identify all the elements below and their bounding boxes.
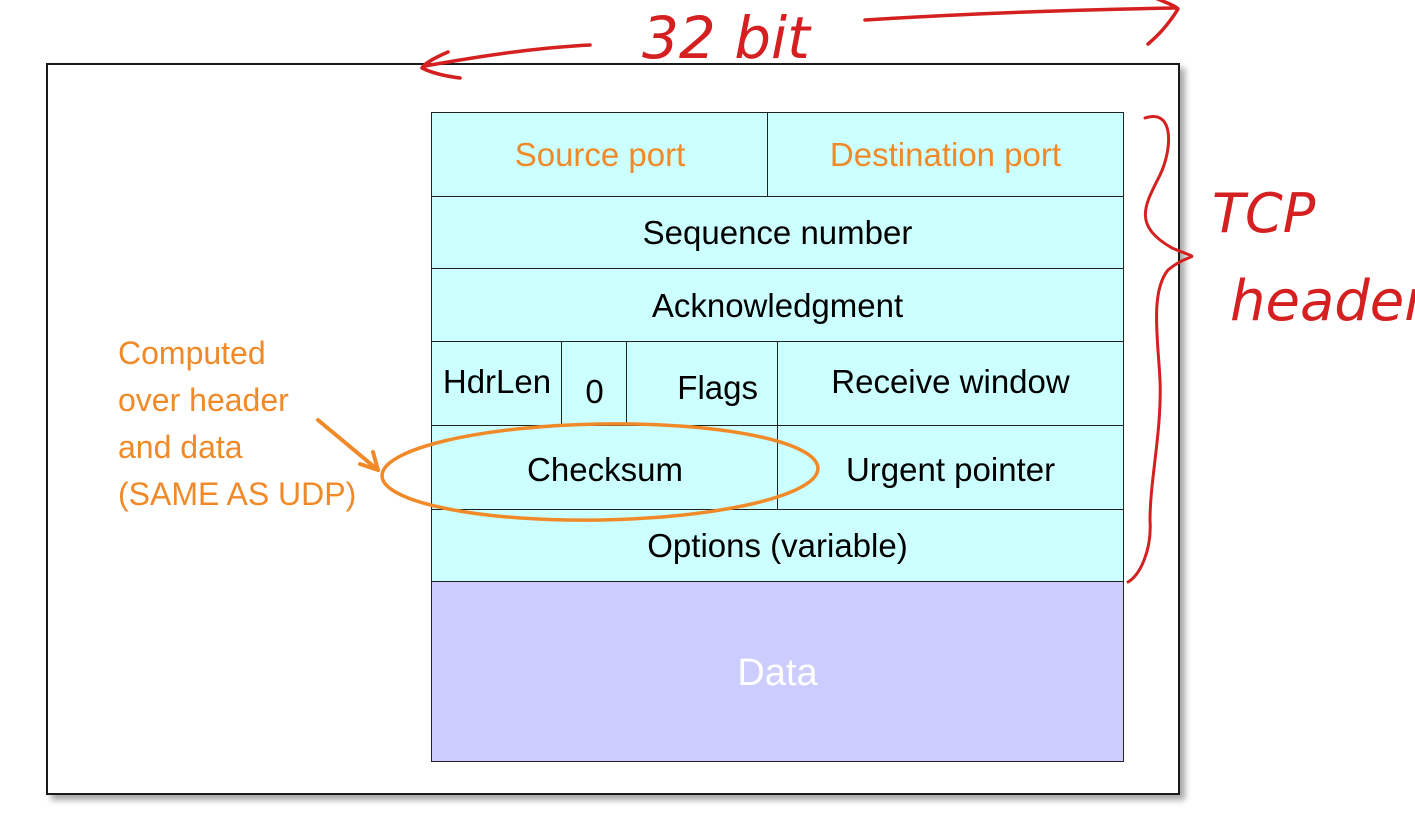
reserved-zero-field: 0 bbox=[561, 341, 628, 427]
hdrlen-field: HdrLen bbox=[431, 341, 563, 427]
hdrlen-label: HdrLen bbox=[442, 363, 552, 400]
source-port-label: Source port bbox=[514, 136, 686, 173]
options-field: Options (variable) bbox=[431, 509, 1124, 583]
urgent-pointer-label: Urgent pointer bbox=[845, 451, 1056, 488]
brace-label-line1: TCP bbox=[1212, 182, 1316, 245]
data-label: Data bbox=[737, 652, 818, 694]
destination-port-field: Destination port bbox=[767, 112, 1124, 198]
sequence-number-label: Sequence number bbox=[642, 214, 913, 251]
checksum-label: Checksum bbox=[527, 451, 683, 488]
note-line-2: over header bbox=[118, 382, 289, 418]
width-arrow-right bbox=[863, 0, 1180, 46]
flags-label: Flags bbox=[677, 369, 758, 406]
note-line-1: Computed bbox=[118, 335, 266, 371]
checksum-annotation-note: Computed over header and data (SAME AS U… bbox=[118, 330, 356, 518]
note-line-3: and data bbox=[118, 429, 243, 465]
data-field: Data bbox=[431, 581, 1124, 762]
reserved-zero-label: 0 bbox=[585, 373, 604, 410]
urgent-pointer-field: Urgent pointer bbox=[777, 425, 1124, 511]
acknowledgment-field: Acknowledgment bbox=[431, 268, 1124, 343]
destination-port-label: Destination port bbox=[829, 136, 1062, 173]
options-label: Options (variable) bbox=[647, 527, 908, 564]
sequence-number-field: Sequence number bbox=[431, 196, 1124, 270]
checksum-field: Checksum bbox=[431, 425, 779, 511]
receive-window-field: Receive window bbox=[777, 341, 1124, 427]
receive-window-label: Receive window bbox=[831, 363, 1070, 400]
source-port-field: Source port bbox=[431, 112, 769, 198]
note-line-4: (SAME AS UDP) bbox=[118, 476, 357, 512]
width-label: 32 bit bbox=[642, 4, 812, 72]
brace-label-line2: header bbox=[1230, 269, 1415, 334]
acknowledgment-label: Acknowledgment bbox=[651, 286, 904, 324]
flags-field: Flags bbox=[626, 341, 779, 427]
